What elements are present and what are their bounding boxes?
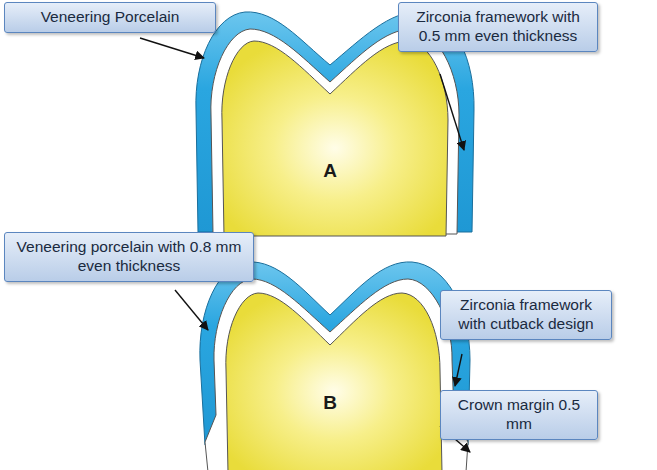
leader-line — [440, 74, 464, 150]
tooth-die-a — [222, 41, 448, 236]
leader-line — [140, 38, 204, 58]
callout-box: Veneering porcelain with 0.8 mm even thi… — [4, 232, 254, 282]
callout-text: Crown margin 0.5 mm — [449, 396, 589, 434]
crown-letter: A — [323, 160, 337, 182]
callout-text: Veneering Porcelain — [13, 8, 207, 27]
crown-b — [200, 262, 470, 470]
callout-text: Zirconia framework with 0.5 mm even thic… — [407, 8, 589, 46]
tooth-die-b — [226, 293, 442, 470]
callout-box: Zirconia framework with 0.5 mm even thic… — [398, 2, 598, 52]
crown-letter: B — [323, 392, 337, 414]
callout-text: Veneering porcelain with 0.8 mm even thi… — [13, 238, 245, 276]
callout-box: Crown margin 0.5 mm — [440, 390, 598, 440]
leader-line — [175, 290, 208, 330]
zirconia-framework-b — [205, 279, 468, 470]
callout-box: Zirconia framework with cutback design — [440, 290, 612, 340]
callout-text: Zirconia framework with cutback design — [449, 296, 603, 334]
leader-line — [455, 354, 462, 386]
callout-box: Veneering Porcelain — [4, 2, 216, 33]
